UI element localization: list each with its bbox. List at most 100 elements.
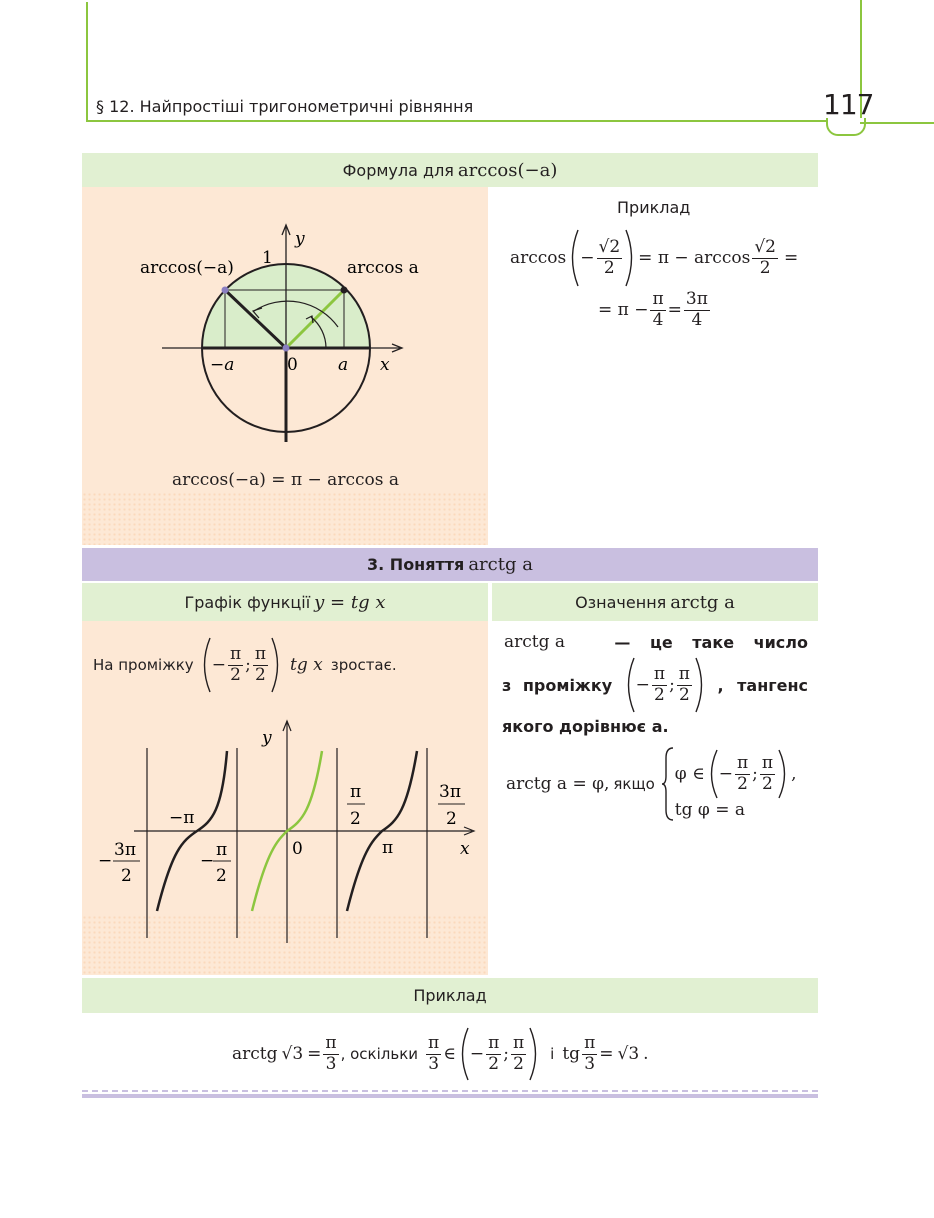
x-label: x: [380, 355, 390, 375]
ex2-right-paren: [529, 1027, 537, 1081]
header-frame-bottom: [86, 120, 828, 122]
dot-texture-2: [82, 915, 488, 975]
neg-three-pi-half-minus: −: [98, 851, 112, 871]
left-paren-2: [203, 637, 211, 693]
x-label-tg: x: [460, 839, 470, 859]
ex2-and: і: [550, 1045, 555, 1063]
ex-den-b: 2: [759, 257, 771, 278]
two-b: 2: [255, 664, 266, 685]
unit-circle-figure: y x 1 0 a −a arccos(−a) arccos a: [140, 223, 419, 442]
ex2-two-b: 2: [513, 1053, 524, 1074]
sys-comma: ,: [791, 764, 797, 784]
neg-pi-half-num: π: [216, 840, 227, 860]
system-brace: [661, 747, 673, 821]
two-a: 2: [230, 664, 241, 685]
pi-label: π: [382, 838, 393, 858]
radius-right: [284, 288, 346, 350]
sys-semicolon: ;: [752, 764, 758, 784]
def-text-1: — це таке число: [614, 632, 808, 652]
def-if: якщо: [613, 775, 655, 793]
arccos-formula: arccos(−a) = π − arccos a: [172, 470, 399, 490]
def-arctg-a: arctg a: [504, 632, 566, 652]
point-left: [221, 286, 229, 294]
sys-two-a: 2: [737, 773, 748, 794]
three-pi-half-den: 2: [446, 809, 457, 829]
arctg-title-math: arctg a: [468, 554, 533, 575]
def-semicolon: ;: [669, 675, 675, 695]
ex-pi: π: [650, 289, 666, 311]
right-paren-3: [695, 657, 703, 713]
def-two-a: 2: [654, 684, 665, 705]
tg-branch-left: [155, 750, 229, 912]
tgx: tg x: [290, 655, 323, 675]
example-label: Приклад: [617, 198, 691, 217]
ex2-since: , оскільки: [340, 1045, 419, 1063]
ex2-three: 3: [325, 1053, 337, 1074]
semicolon-a: ;: [245, 655, 251, 675]
ex-four: 4: [652, 309, 664, 330]
example2-title: Приклад: [82, 978, 818, 1013]
sys-pi-b: π: [759, 752, 776, 775]
def-text-2a: з проміжку: [502, 675, 613, 695]
big-arc-arrow: [251, 307, 263, 319]
ex2-pi-d: π: [510, 1032, 527, 1055]
one-label: 1: [262, 248, 273, 268]
interval-text: На проміжку: [93, 656, 194, 674]
def-text-2b: , тангенс: [717, 675, 808, 695]
right-paren-4: [778, 749, 786, 799]
def-line-3: якого дорівнює a.: [502, 717, 669, 736]
graph-title-math: y = tg x: [314, 591, 386, 613]
ex-den: 2: [603, 257, 615, 278]
neg-three-pi-half-num: 3π: [114, 840, 136, 860]
ex2-semicolon: ;: [503, 1044, 509, 1064]
y-label: y: [294, 229, 305, 249]
ex2-tg: tg: [562, 1044, 581, 1064]
dot-texture: [82, 492, 488, 545]
ex-minus: −: [580, 248, 595, 268]
three-pi-half-num: 3π: [439, 782, 461, 802]
ex-arccos: arccos: [510, 248, 567, 268]
pi-b: π: [252, 643, 269, 666]
graph-title-text: Графік функції: [184, 592, 311, 612]
def-title-math: arctg a: [670, 591, 735, 613]
ex2-two-a: 2: [488, 1053, 500, 1074]
page-number: 117: [823, 88, 874, 121]
ex2-sqrt3-b: √3: [617, 1044, 640, 1064]
y-label-tg: y: [261, 728, 272, 748]
origin-point: [282, 344, 290, 352]
chapter-title: § 12. Найпростіші тригонометричні рівнян…: [96, 97, 474, 116]
ex-pi-minus-arccos: = π − arccos: [638, 248, 751, 268]
def-two-b: 2: [678, 684, 690, 705]
zero-tg: 0: [292, 839, 303, 859]
tangent-graph: y x 0 −π π π 2 3π 2 − 3π 2 − π 2: [98, 719, 476, 943]
minus-sign: −: [211, 655, 226, 675]
pi-half-den: 2: [350, 809, 361, 829]
ex2-arctg: arctg: [232, 1044, 278, 1064]
minus-pi-label: −π: [169, 808, 194, 828]
ex2-pi: π: [323, 1032, 339, 1055]
ex-num: √2: [596, 236, 623, 259]
arctg-section-title: 3. Поняття arctg a: [82, 548, 818, 581]
section-title-math: arccos(−a): [457, 159, 558, 181]
header-frame-right: [860, 0, 862, 124]
radius-left: [223, 288, 288, 350]
system-line-2: tg φ = a: [674, 800, 746, 820]
arccos-a-label: arccos a: [347, 258, 419, 278]
sys-two-b: 2: [762, 773, 773, 794]
def-eq: arctg a = φ,: [506, 774, 610, 794]
ex2-in: ∈: [443, 1044, 456, 1064]
bottom-dashed-rule: [82, 1090, 818, 1092]
